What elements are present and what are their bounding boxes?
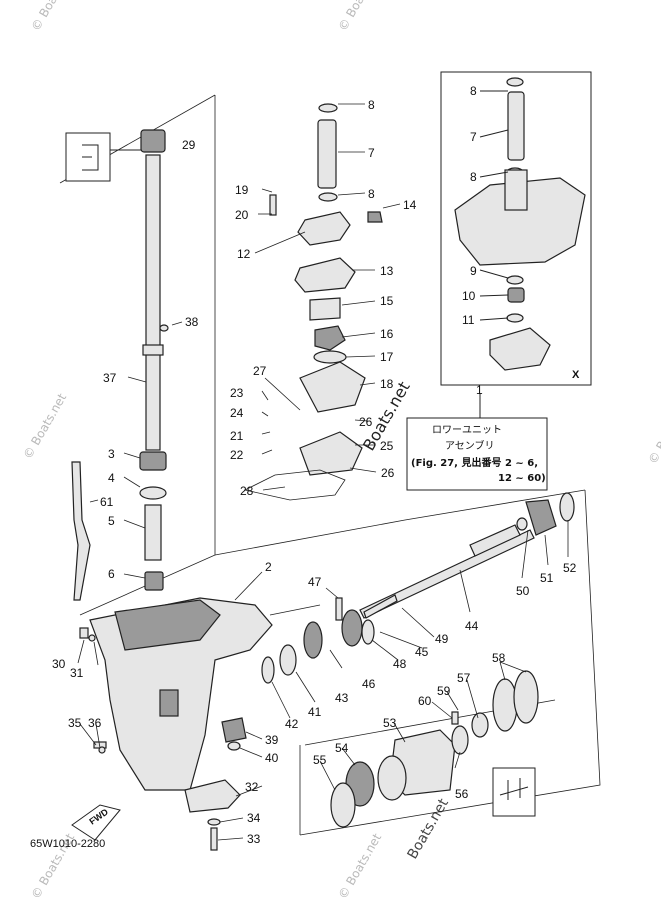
assembly-name-line2: アセンブリ — [445, 439, 495, 452]
callout-37: 37 — [103, 371, 117, 385]
watermark-bottom-center: © Boats.net — [335, 831, 384, 902]
hardware — [79, 324, 221, 851]
callout-38: 38 — [185, 315, 199, 329]
callout-52: 52 — [563, 561, 577, 575]
callout-57: 57 — [457, 671, 471, 685]
callout-36: 36 — [88, 716, 102, 730]
callout-56: 56 — [455, 787, 469, 801]
callout-2: 2 — [265, 560, 272, 574]
callout-24: 24 — [230, 406, 244, 420]
watermark-top-left: © Boats.net — [28, 0, 77, 33]
fwd-badge: FWD — [71, 804, 121, 841]
callout-49: 49 — [435, 632, 449, 646]
callout-31: 31 — [70, 666, 84, 680]
callout-8-main-bottom: 8 — [368, 187, 375, 201]
callout-23: 23 — [230, 386, 244, 400]
inset-marker: X — [572, 369, 580, 381]
lower-casing — [89, 597, 273, 813]
callout-33: 33 — [247, 832, 261, 846]
callout-8-inset-top: 8 — [470, 84, 477, 98]
inset-box: X — [440, 71, 592, 386]
watermark-bottom-mid: Boats.net — [405, 796, 453, 862]
callout-26-lower: 26 — [381, 466, 395, 480]
callout-10: 10 — [462, 289, 476, 303]
callout-8-inset-bottom: 8 — [470, 170, 477, 184]
callout-12: 12 — [237, 247, 251, 261]
callout-60: 60 — [418, 694, 432, 708]
callout-4: 4 — [108, 471, 115, 485]
callout-9: 9 — [470, 264, 477, 278]
propeller-shaft-group — [221, 492, 575, 751]
callout-34: 34 — [247, 811, 261, 825]
callout-58: 58 — [492, 651, 506, 665]
callout-1: 1 — [476, 383, 483, 397]
diagram-code: 65W1010-2280 — [30, 838, 105, 850]
watermark-top-right: © Boats.net — [335, 0, 384, 33]
callout-61: 61 — [100, 495, 114, 509]
callout-25: 25 — [380, 439, 394, 453]
callout-32: 32 — [245, 780, 259, 794]
callouts: 1 2 3 4 5 6 7 7 8 8 8 8 9 10 11 12 13 14… — [52, 84, 577, 846]
callout-5: 5 — [108, 514, 115, 528]
watermark-mid-left: © Boats.net — [20, 391, 69, 462]
callout-44: 44 — [465, 619, 479, 633]
assembly-box: ロワーユニット アセンブリ (Fig. 27, 見出番号 2 ~ 6, 12 ~… — [406, 393, 548, 491]
callout-7-main: 7 — [368, 146, 375, 160]
callout-21: 21 — [230, 429, 244, 443]
callout-27: 27 — [253, 364, 267, 378]
callout-59: 59 — [437, 684, 451, 698]
callout-46: 46 — [362, 677, 376, 691]
callout-3: 3 — [108, 447, 115, 461]
callout-18: 18 — [380, 377, 394, 391]
watermark-mid-right: © Boats.net — [645, 396, 661, 467]
callout-51: 51 — [540, 571, 554, 585]
assembly-ref-line4: 12 ~ 60) — [498, 473, 546, 484]
callout-8-main-top: 8 — [368, 98, 375, 112]
callout-29: 29 — [182, 138, 196, 152]
drive-shaft-group — [65, 129, 167, 601]
callout-14: 14 — [403, 198, 417, 212]
callout-17: 17 — [380, 350, 394, 364]
callout-28: 28 — [240, 484, 254, 498]
callout-53: 53 — [383, 716, 397, 730]
callout-35: 35 — [68, 716, 82, 730]
callout-39: 39 — [265, 733, 279, 747]
callout-22: 22 — [230, 448, 244, 462]
callout-30: 30 — [52, 657, 66, 671]
leader-lines — [77, 103, 569, 841]
callout-42: 42 — [285, 717, 299, 731]
callout-13: 13 — [380, 264, 394, 278]
callout-20: 20 — [235, 208, 249, 222]
callout-6: 6 — [108, 567, 115, 581]
callout-50: 50 — [516, 584, 530, 598]
callout-45: 45 — [415, 645, 429, 659]
callout-7-inset: 7 — [470, 130, 477, 144]
callout-16: 16 — [380, 327, 394, 341]
water-pump-group — [243, 103, 383, 501]
assembly-ref-line3: (Fig. 27, 見出番号 2 ~ 6, — [411, 456, 538, 469]
callout-47: 47 — [308, 575, 322, 589]
callout-19: 19 — [235, 183, 249, 197]
callout-55: 55 — [313, 753, 327, 767]
callout-43: 43 — [335, 691, 349, 705]
bearing-housing-group — [330, 670, 539, 828]
callout-40: 40 — [265, 751, 279, 765]
callout-11: 11 — [462, 313, 475, 327]
callout-15: 15 — [380, 294, 394, 308]
callout-26-upper: 26 — [359, 415, 373, 429]
callout-54: 54 — [335, 741, 349, 755]
callout-48: 48 — [393, 657, 407, 671]
callout-41: 41 — [308, 705, 322, 719]
assembly-name-line1: ロワーユニット — [432, 425, 502, 436]
